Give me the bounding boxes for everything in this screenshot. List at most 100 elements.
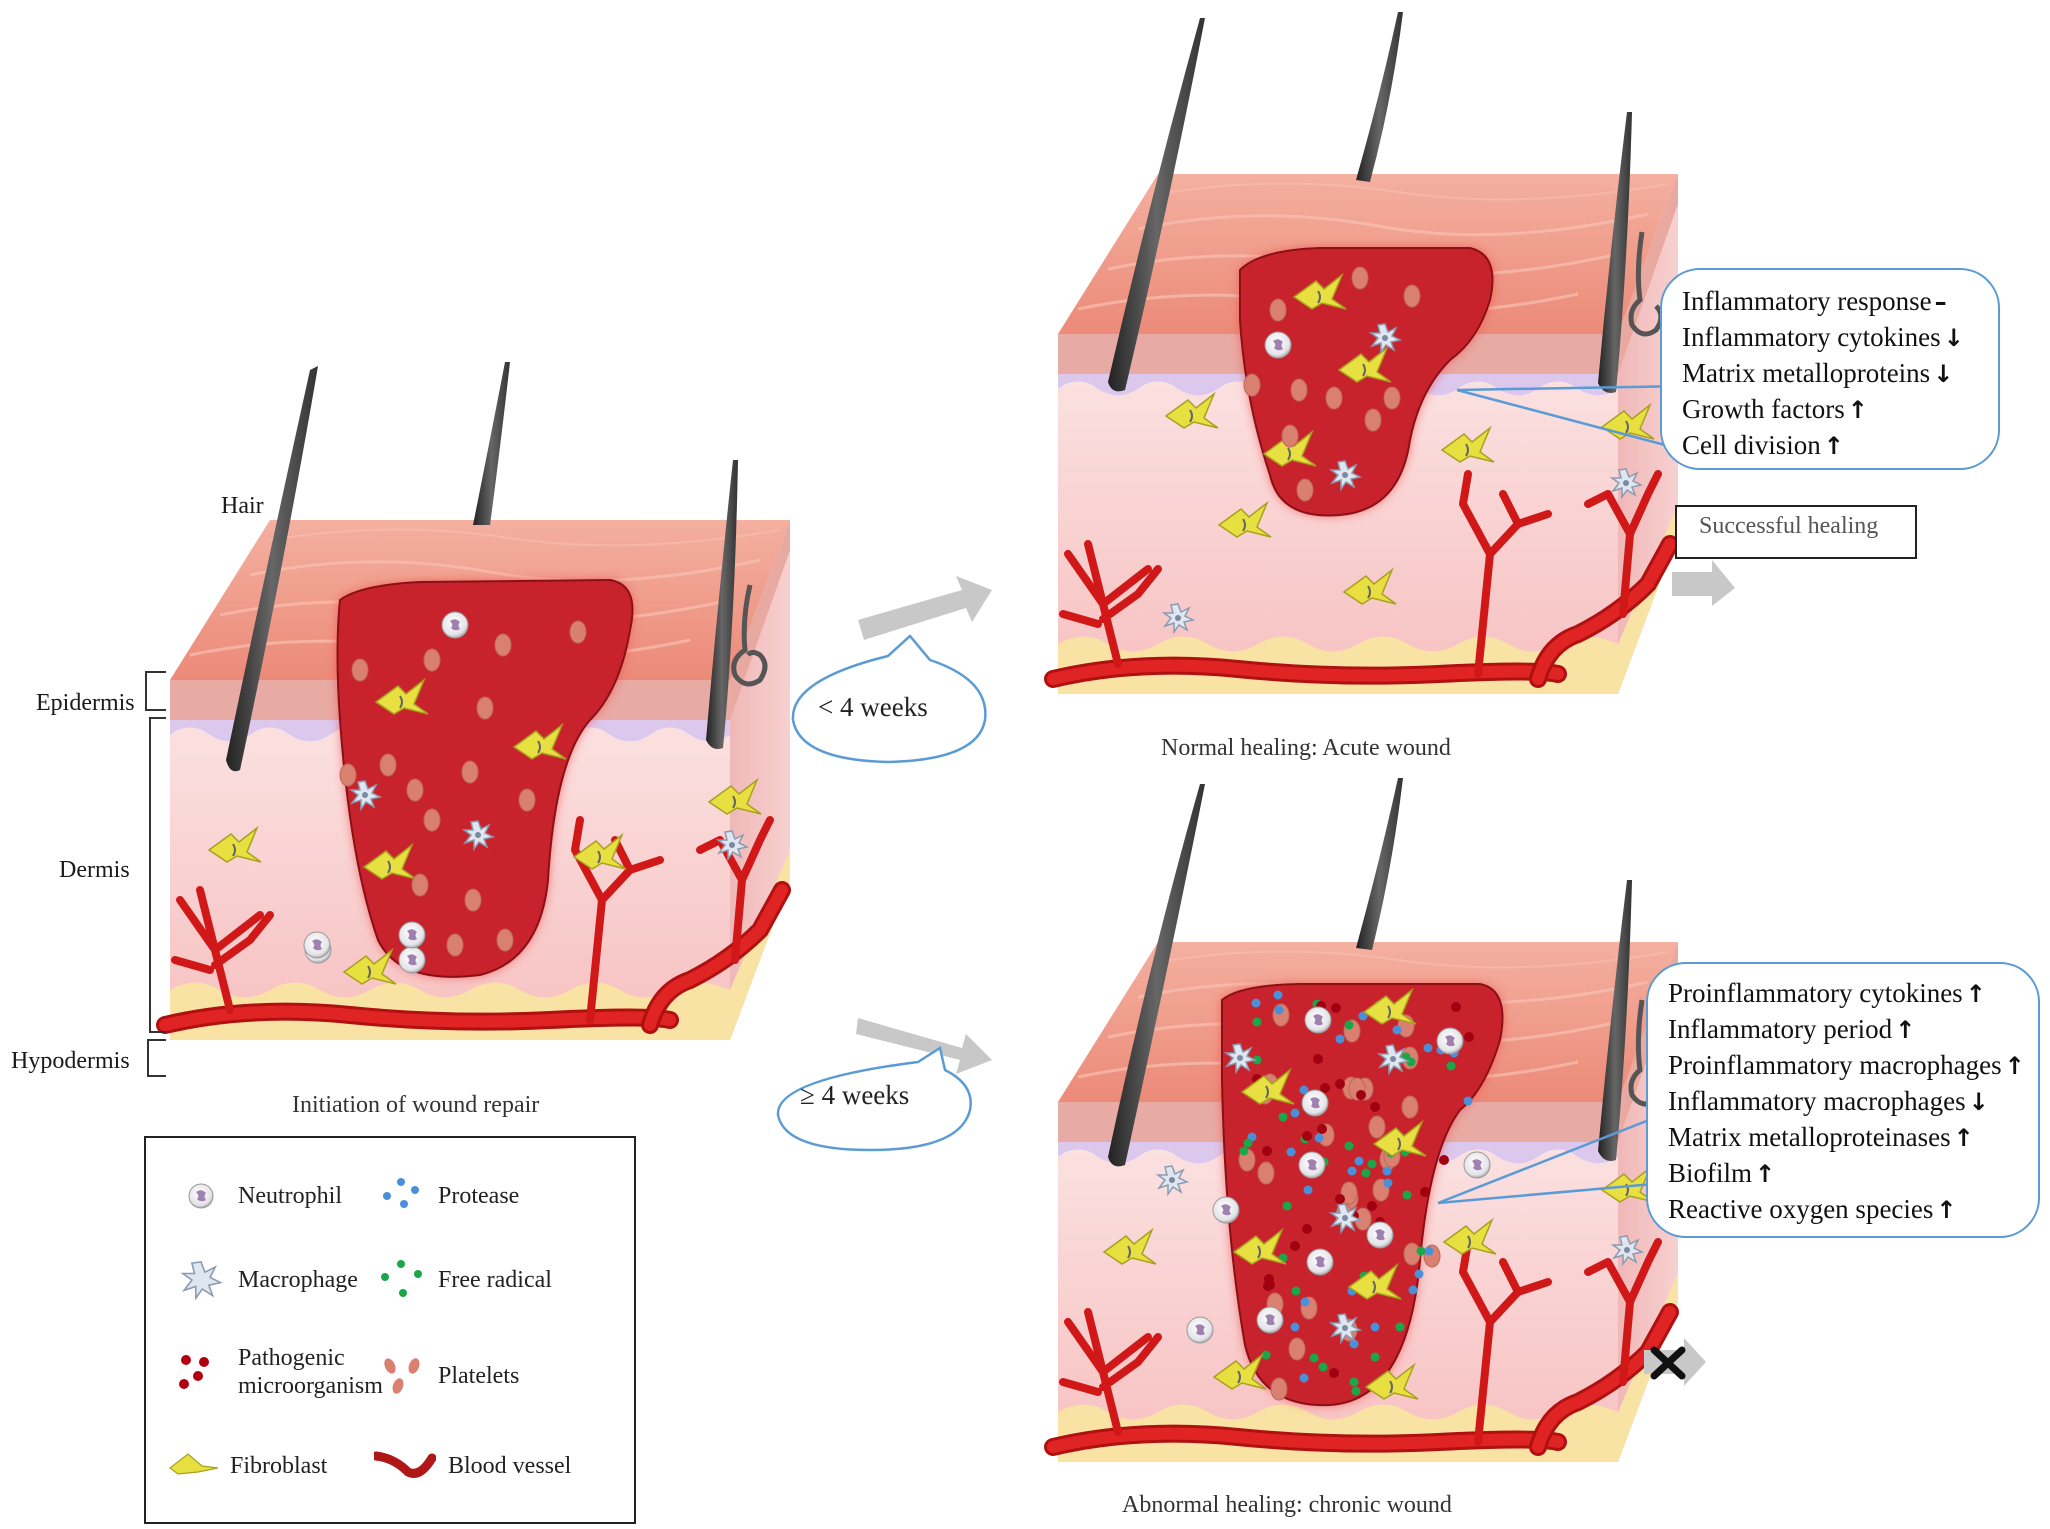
fibroblast-icon <box>169 1453 218 1475</box>
neutrophil-cell <box>1186 1316 1214 1344</box>
pathogen-dot <box>1335 1194 1345 1204</box>
callout-row: Inflammatory macrophages↓ <box>1668 1084 2020 1120</box>
protease-dot <box>1408 1285 1418 1295</box>
protease-dot <box>1370 1322 1380 1332</box>
free-radical-dot <box>1239 1146 1249 1156</box>
wound-chronic-cells <box>1212 989 1474 1401</box>
macrophage-icon <box>180 1260 223 1300</box>
protease-dot <box>1274 1005 1284 1015</box>
callout-pointer-chronic <box>1437 1116 1655 1205</box>
arrow-up-icon: ↑ <box>1847 396 1868 424</box>
platelet <box>1403 1242 1421 1266</box>
neutrophil-cell <box>1463 1151 1491 1179</box>
arrow-to-acute <box>858 576 992 640</box>
platelet <box>1296 478 1314 502</box>
callout-row: Biofilm↑ <box>1668 1156 2020 1192</box>
free-radical-dot <box>1309 1353 1319 1363</box>
protease-dot <box>1358 1011 1368 1021</box>
pathogen-dot <box>1464 1032 1474 1042</box>
pathogen-icon <box>179 1355 209 1389</box>
protease-dot <box>1382 1166 1392 1176</box>
neutrophil-icon <box>188 1183 214 1209</box>
pathogen-dot <box>1302 1131 1312 1141</box>
free-radical-dot <box>1349 1377 1359 1387</box>
pathogen-dot <box>1451 1002 1461 1012</box>
pathogen-dot <box>1262 1146 1272 1156</box>
outcome-successful-healing: Successful healing <box>1675 505 1917 559</box>
callout-row-text: Proinflammatory macrophages <box>1668 1050 2002 1080</box>
legend-item-protease: Protease <box>376 1176 519 1216</box>
pathogen-dot <box>1370 1102 1380 1112</box>
pathogen-dot <box>1264 1274 1274 1284</box>
protease-dot <box>1303 1185 1313 1195</box>
platelet <box>423 808 441 832</box>
platelet <box>1403 284 1421 308</box>
caption-chronic: Abnormal healing: chronic wound <box>1122 1492 1452 1518</box>
pathogen-dot <box>1331 1003 1341 1013</box>
hair-strand <box>473 362 510 525</box>
arrow-success <box>1672 560 1735 606</box>
protease-dot <box>1251 998 1261 1008</box>
pathogen-dot <box>1356 1090 1366 1100</box>
bubble-long-text: ≥ 4 weeks <box>800 1080 910 1110</box>
callout-chronic: Proinflammatory cytokines↑Inflammatory p… <box>1646 962 2040 1238</box>
platelet <box>494 633 512 657</box>
platelet <box>1325 386 1343 410</box>
sweat-gland <box>1628 231 1664 337</box>
blood-vessel-icon <box>374 1451 436 1478</box>
layer-brackets <box>145 671 166 1077</box>
arrow-up-icon: ↑ <box>1755 1160 1776 1188</box>
callout-row: Cell division↑ <box>1682 428 1980 464</box>
bubble-short <box>791 634 987 764</box>
platelet <box>446 933 464 957</box>
neut-cell <box>1304 1006 1332 1034</box>
legend: Neutrophil Protease Macrophage Free radi… <box>144 1136 636 1524</box>
caption-acute: Normal healing: Acute wound <box>1161 735 1451 761</box>
platelet <box>1281 424 1299 448</box>
hair-strand <box>1598 112 1632 393</box>
callout-row-text: Growth factors <box>1682 394 1845 424</box>
protease-dot <box>1354 1156 1364 1166</box>
free-radical-dot <box>1344 1020 1354 1030</box>
legend-item-platelets: Platelets <box>376 1356 519 1396</box>
pathogen-dot <box>1302 1224 1312 1234</box>
free-radical-dot <box>1406 1057 1416 1067</box>
platelet <box>1368 1115 1386 1139</box>
protease-dot <box>1299 1373 1309 1383</box>
arrow-to-chronic <box>856 1018 992 1074</box>
free-radical-dot <box>1351 1386 1361 1396</box>
platelet <box>1257 1161 1275 1185</box>
hair-strand <box>1598 880 1632 1161</box>
free-radical-dot <box>1446 1061 1456 1071</box>
neut-cell <box>1436 1027 1464 1055</box>
dash-icon: – <box>1934 288 1947 316</box>
protease-dot <box>1463 1096 1473 1106</box>
free-radical-dot <box>1402 1190 1412 1200</box>
platelet <box>1290 378 1308 402</box>
callout-row: Inflammatory cytokines↓ <box>1682 320 1980 356</box>
layer-label-hypodermis: Hypodermis <box>11 1048 130 1074</box>
protease-dot <box>1299 1085 1309 1095</box>
pathogen-dot <box>1335 1079 1345 1089</box>
neutrophil-cell <box>1264 331 1292 359</box>
free-radical-dot <box>1278 1112 1288 1122</box>
platelet <box>339 763 357 787</box>
callout-row-text: Inflammatory period <box>1668 1014 1893 1044</box>
callout-row-text: Matrix metalloproteinases <box>1668 1122 1951 1152</box>
hair-strand <box>1356 12 1403 182</box>
arrow-up-icon: ↑ <box>1936 1196 1957 1224</box>
platelet <box>1383 386 1401 410</box>
neut-cell <box>1306 1248 1334 1276</box>
pathogen-dot <box>1329 1368 1339 1378</box>
hair-strand <box>226 366 318 772</box>
pathogen-dot <box>1317 1124 1327 1134</box>
legend-item-blood-vessel: Blood vessel <box>374 1446 571 1486</box>
callout-row-text: Cell division <box>1682 430 1821 460</box>
hair-label: Hair <box>221 493 264 519</box>
wound-chronic <box>1221 983 1504 1407</box>
pathogen-dot <box>1439 1155 1449 1165</box>
platelet <box>379 753 397 777</box>
protease-dot <box>1335 1034 1345 1044</box>
neutrophil-cell <box>398 946 426 974</box>
callout-row: Proinflammatory macrophages↑ <box>1668 1048 2025 1084</box>
